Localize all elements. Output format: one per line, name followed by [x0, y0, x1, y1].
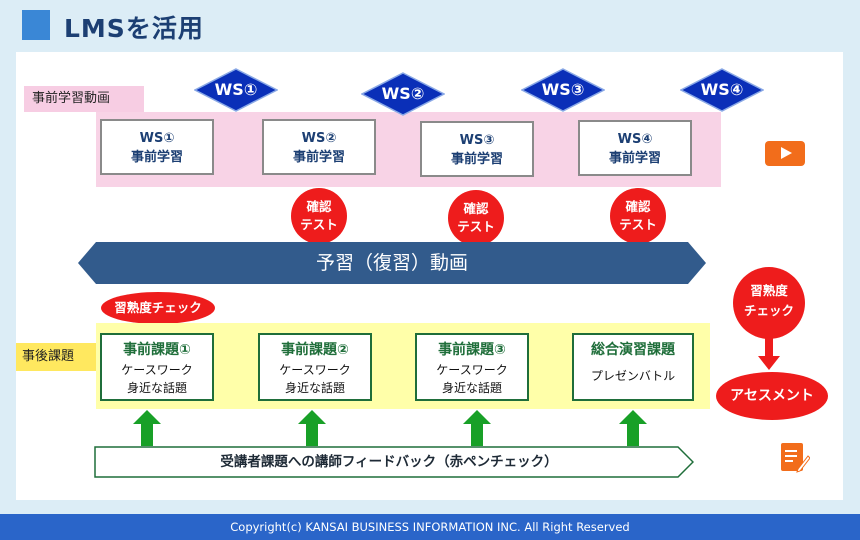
copyright-footer: Copyright(c) KANSAI BUSINESS INFORMATION…: [0, 514, 860, 540]
up-arrow-3: [463, 410, 491, 446]
review-video-label: 予習（復習）動画: [315, 252, 468, 274]
assignment-box-4: 総合演習課題 プレゼンバトル: [572, 333, 694, 401]
play-icon: [765, 141, 805, 166]
assessment-circle: アセスメント: [716, 372, 828, 420]
assignment-box-1: 事前課題① ケースワーク身近な話題: [100, 333, 214, 401]
down-arrow: [758, 330, 780, 370]
proficiency-check-badge: 習熟度チェック: [101, 292, 215, 324]
page-title: LMSを活用: [64, 14, 204, 43]
ws-diamond-2: WS②: [361, 72, 445, 116]
ws-diamond-1: WS①: [194, 68, 278, 112]
up-arrow-4: [619, 410, 647, 446]
ws-diamond-3: WS③: [521, 68, 605, 112]
title-accent-square: [22, 10, 50, 40]
up-arrow-2: [298, 410, 326, 446]
confirmation-test-1: 確認テスト: [291, 188, 347, 244]
review-video-banner: [78, 242, 706, 284]
assignment-box-2: 事前課題② ケースワーク身近な話題: [258, 333, 372, 401]
feedback-arrow-bar: [94, 446, 694, 478]
feedback-label: 受講者課題への講師フィードバック（赤ペンチェック）: [220, 454, 558, 470]
confirmation-test-3: 確認テスト: [610, 188, 666, 244]
confirmation-test-2: 確認テスト: [448, 190, 504, 246]
assignment-box-3: 事前課題③ ケースワーク身近な話題: [415, 333, 529, 401]
ws-diamond-4: WS④: [680, 68, 764, 112]
post-assignment-label: 事後課題: [16, 343, 104, 371]
edit-document-icon: [781, 443, 810, 473]
pre-study-video-label: 事前学習動画: [24, 86, 144, 112]
up-arrow-1: [133, 410, 161, 446]
proficiency-check-circle: 習熟度チェック: [733, 267, 805, 339]
